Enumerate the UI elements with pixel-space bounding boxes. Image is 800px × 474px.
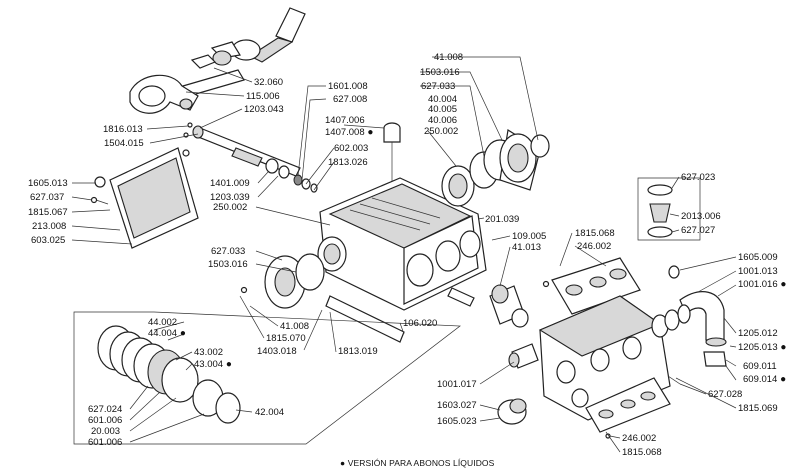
label-1001-016: 1001.016 bbox=[738, 279, 786, 290]
label-627-037: 627.037 bbox=[30, 192, 65, 203]
label-2013-006: 2013.006 bbox=[681, 211, 721, 222]
label-41-008-a: 41.008 bbox=[434, 52, 464, 63]
plunger-rod bbox=[183, 122, 318, 193]
label-44-002: 44.002 bbox=[148, 317, 178, 328]
label-1605-009: 1605.009 bbox=[738, 252, 778, 263]
sleeve bbox=[489, 284, 529, 328]
label-601-006-a: 601.006 bbox=[88, 415, 123, 426]
label-213-008: 213.008 bbox=[32, 221, 67, 232]
label-250-002-a: 250.002 bbox=[213, 202, 248, 213]
footer-text: VERSIÓN PARA ABONOS LÍQUIDOS bbox=[347, 458, 495, 468]
label-1601-008: 1601.008 bbox=[328, 81, 368, 92]
label-1815-068-b: 1815.068 bbox=[622, 447, 662, 458]
leader-lines bbox=[71, 56, 737, 453]
label-250-002-b: 250.002 bbox=[424, 126, 459, 137]
label-609-014: 609.014 bbox=[743, 374, 786, 385]
label-1816-013: 1816.013 bbox=[103, 124, 143, 135]
label-246-002-b: 246.002 bbox=[622, 433, 657, 444]
label-246-002-a: 246.002 bbox=[577, 241, 612, 252]
label-41-008-b: 41.008 bbox=[280, 321, 310, 332]
base-rail bbox=[325, 287, 475, 343]
plug bbox=[508, 343, 539, 369]
label-1407-006: 1407.006 bbox=[325, 115, 365, 126]
connecting-rod bbox=[129, 74, 199, 114]
label-1605-023: 1605.023 bbox=[437, 416, 477, 427]
label-40-006: 40.006 bbox=[428, 115, 458, 126]
label-115-006: 115.006 bbox=[246, 91, 280, 102]
label-1815-070: 1815.070 bbox=[266, 333, 306, 344]
valve-cap bbox=[637, 177, 701, 241]
bottom-plate bbox=[585, 377, 671, 439]
rear-cover bbox=[90, 147, 199, 249]
label-106-020: 106.020 bbox=[403, 318, 438, 329]
label-1813-019: 1813.019 bbox=[338, 346, 378, 357]
label-1503-016-a: 1503.016 bbox=[420, 67, 460, 78]
label-1603-027: 1603.027 bbox=[437, 400, 477, 411]
label-1815-067: 1815.067 bbox=[28, 207, 68, 218]
label-41-013: 41.013 bbox=[512, 242, 542, 253]
label-627-024: 627.024 bbox=[88, 404, 123, 415]
label-1203-039: 1203.039 bbox=[210, 192, 250, 203]
label-201-039: 201.039 bbox=[485, 214, 520, 225]
label-1001-017: 1001.017 bbox=[437, 379, 477, 390]
label-627-028: 627.028 bbox=[708, 389, 743, 400]
oil-dipstick bbox=[383, 122, 401, 188]
label-1205-012: 1205.012 bbox=[738, 328, 778, 339]
label-602-003: 602.003 bbox=[334, 143, 369, 154]
label-1407-008: 1407.008 bbox=[325, 127, 373, 138]
label-1001-013: 1001.013 bbox=[738, 266, 778, 277]
label-627-033-a: 627.033 bbox=[421, 81, 456, 92]
label-43-002: 43.002 bbox=[194, 347, 224, 358]
label-1504-015: 1504.015 bbox=[104, 138, 144, 149]
label-627-008: 627.008 bbox=[333, 94, 368, 105]
label-627-023: 627.023 bbox=[681, 172, 716, 183]
label-109-005: 109.005 bbox=[512, 231, 547, 242]
drain-plug bbox=[497, 398, 527, 425]
label-42-004: 42.004 bbox=[255, 407, 285, 418]
footer-note: ● VERSIÓN PARA ABONOS LÍQUIDOS bbox=[340, 458, 494, 469]
label-32-060: 32.060 bbox=[254, 77, 284, 88]
label-1401-009: 1401.009 bbox=[210, 178, 250, 189]
label-627-027: 627.027 bbox=[681, 225, 716, 236]
label-1815-068-a: 1815.068 bbox=[575, 228, 615, 239]
label-1605-013: 1605.013 bbox=[28, 178, 68, 189]
label-1815-069: 1815.069 bbox=[738, 403, 778, 414]
label-40-005: 40.005 bbox=[428, 104, 458, 115]
label-40-004: 40.004 bbox=[428, 94, 458, 105]
crankcase bbox=[317, 177, 487, 311]
label-601-006-b: 601.006 bbox=[88, 437, 123, 448]
label-20-003: 20.003 bbox=[91, 426, 121, 437]
bullet-icon: ● bbox=[340, 458, 348, 468]
valve-assembly bbox=[73, 311, 461, 445]
crankshaft bbox=[172, 7, 306, 100]
label-1503-016-b: 1503.016 bbox=[208, 259, 248, 270]
gasket-plate bbox=[542, 257, 641, 315]
label-1403-018: 1403.018 bbox=[257, 346, 297, 357]
label-627-033-b: 627.033 bbox=[211, 246, 246, 257]
label-43-004: 43.004 bbox=[194, 359, 232, 370]
label-603-025: 603.025 bbox=[31, 235, 66, 246]
bearing-right bbox=[441, 129, 550, 207]
label-44-004: 44.004 bbox=[148, 328, 186, 339]
bearing-left bbox=[240, 253, 325, 309]
label-1205-013: 1205.013 bbox=[738, 342, 786, 353]
label-609-011: 609.011 bbox=[743, 361, 777, 372]
label-1813-026: 1813.026 bbox=[328, 157, 368, 168]
label-1203-043: 1203.043 bbox=[244, 104, 284, 115]
